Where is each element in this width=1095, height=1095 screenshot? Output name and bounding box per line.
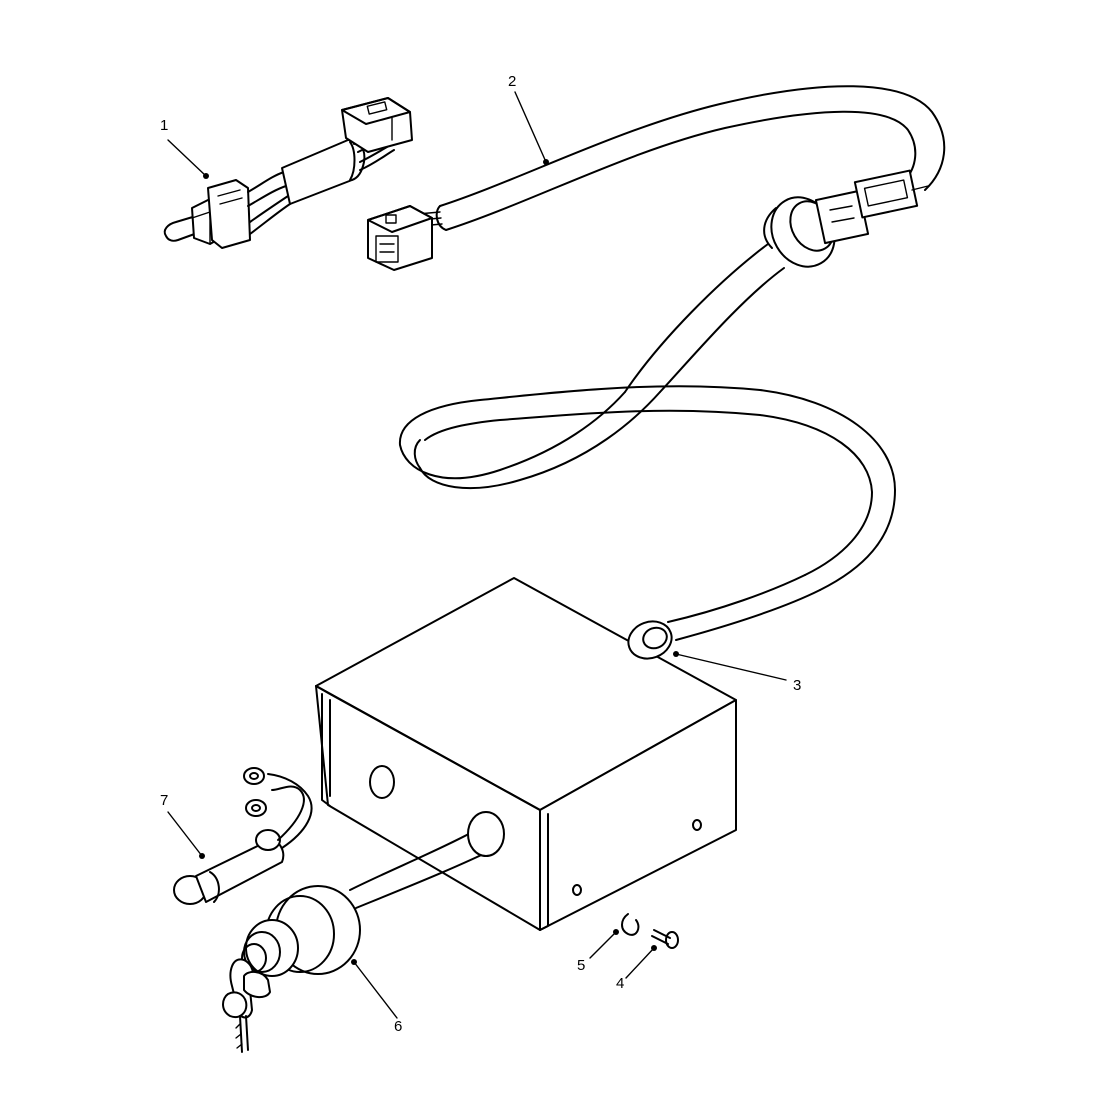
key-switch-assembly [222,811,505,1053]
callout-2: 2 [508,73,516,90]
callout-3: 3 [793,677,801,694]
leader-lines [167,91,787,1019]
callout-1: 1 [160,117,168,134]
box-screw-hole-b [572,884,582,896]
cable-grommet-box [627,620,673,660]
box-hole-upper [369,765,395,799]
wiring-harness [398,85,946,641]
callout-4: 4 [616,975,624,992]
control-box [315,577,737,931]
lock-washer [621,913,640,936]
callout-7: 7 [160,792,168,809]
callout-6: 6 [394,1018,402,1035]
harness-connector-right [814,169,929,245]
indicator-lamp-assembly [173,767,313,905]
harness-connector-left [367,205,433,271]
screw [651,929,679,949]
box-screw-hole-a [692,819,702,831]
toggle-switch-assembly [163,97,413,249]
callout-5: 5 [577,957,585,974]
